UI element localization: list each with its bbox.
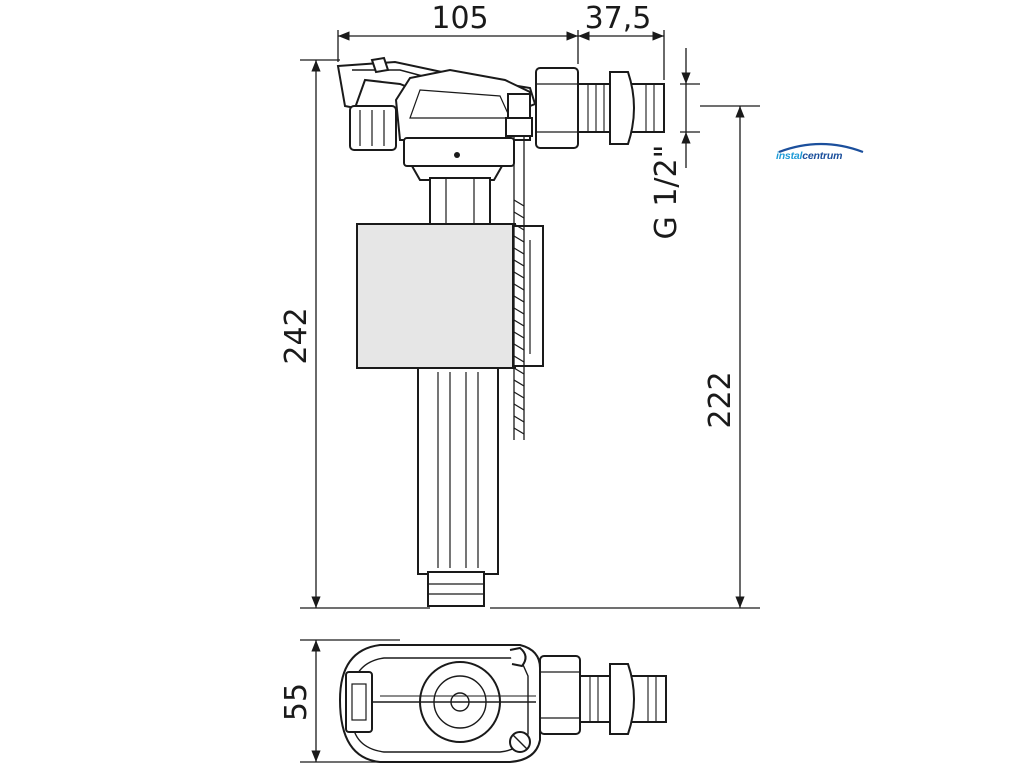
upper-tube	[429, 177, 491, 227]
dimension-lines	[300, 30, 760, 763]
logo-text-centrum: centrum	[802, 150, 843, 162]
inlet-nut	[535, 67, 579, 149]
logo-arc-icon	[778, 142, 864, 154]
bottom-nozzle	[427, 571, 485, 607]
dim-37-5-label: 37,5	[585, 1, 652, 36]
dim-thread-label: G 1/2"	[649, 145, 684, 240]
valve-top-view	[338, 644, 667, 763]
logo-text-instal: instal	[776, 150, 803, 162]
inlet-washer	[609, 71, 635, 145]
dim-222-label: 222	[703, 371, 738, 428]
dim-105-label: 105	[431, 1, 488, 36]
float	[356, 223, 516, 369]
dim-242-label: 242	[279, 307, 314, 364]
adjuster-knob	[349, 105, 397, 151]
lower-tube	[417, 367, 499, 575]
valve-front-view	[336, 56, 665, 607]
adjust-rod	[513, 96, 525, 440]
dim-55-label: 55	[279, 683, 314, 721]
instalcentrum-logo: instalcentrum	[776, 140, 866, 170]
head-collar	[403, 137, 515, 167]
